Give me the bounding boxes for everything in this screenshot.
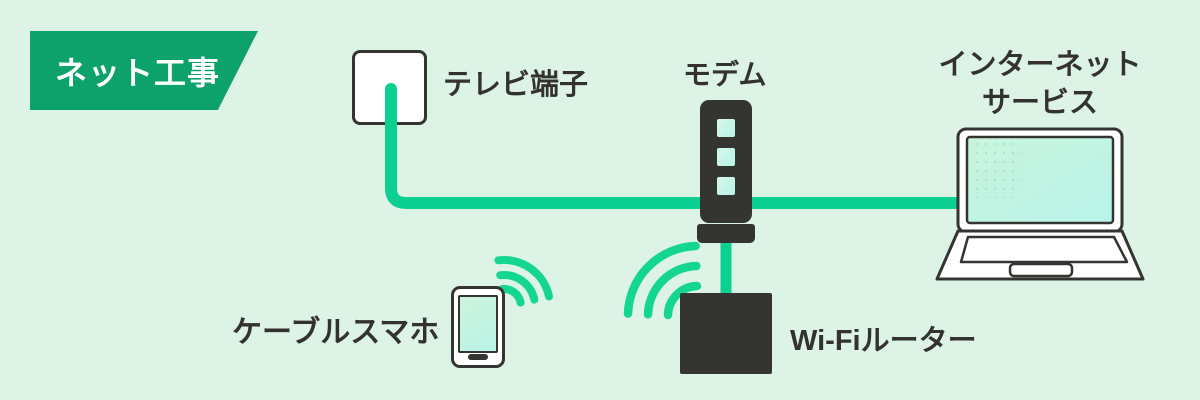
- laptop-keyboard: [959, 235, 1129, 264]
- internet-service-label-line1: インターネット: [938, 49, 1142, 81]
- modem-label: モデム: [683, 59, 767, 90]
- laptop-icon: [935, 127, 1145, 281]
- modem-icon: [700, 100, 752, 223]
- laptop-trackpad: [1008, 262, 1074, 278]
- smartphone-screen: [458, 295, 498, 353]
- modem-led-light: [717, 119, 735, 137]
- smartphone-icon: [451, 286, 505, 368]
- laptop-screen-dots: [970, 140, 1022, 198]
- modem-led-light: [717, 148, 735, 166]
- cable-smartphone-label: ケーブルスマホ: [232, 316, 440, 349]
- router-wifi-waves-icon: [623, 241, 702, 320]
- cable-tv-to-internet: [385, 83, 966, 209]
- internet-service-label-line2: サービス: [981, 87, 1098, 119]
- smartphone-home-button: [468, 354, 488, 360]
- internet-service-label: インターネット サービス: [930, 46, 1150, 122]
- phone-wifi-waves-icon: [494, 255, 553, 307]
- wifi-router-icon: [680, 293, 772, 374]
- modem-led-light: [717, 177, 735, 195]
- wifi-router-label: Wi-Fiルーター: [790, 325, 977, 357]
- title-ribbon: ネット工事: [30, 31, 258, 110]
- diagram-title: ネット工事: [55, 54, 221, 91]
- tv-terminal-label: テレビ端子: [443, 69, 589, 101]
- modem-base: [697, 224, 755, 243]
